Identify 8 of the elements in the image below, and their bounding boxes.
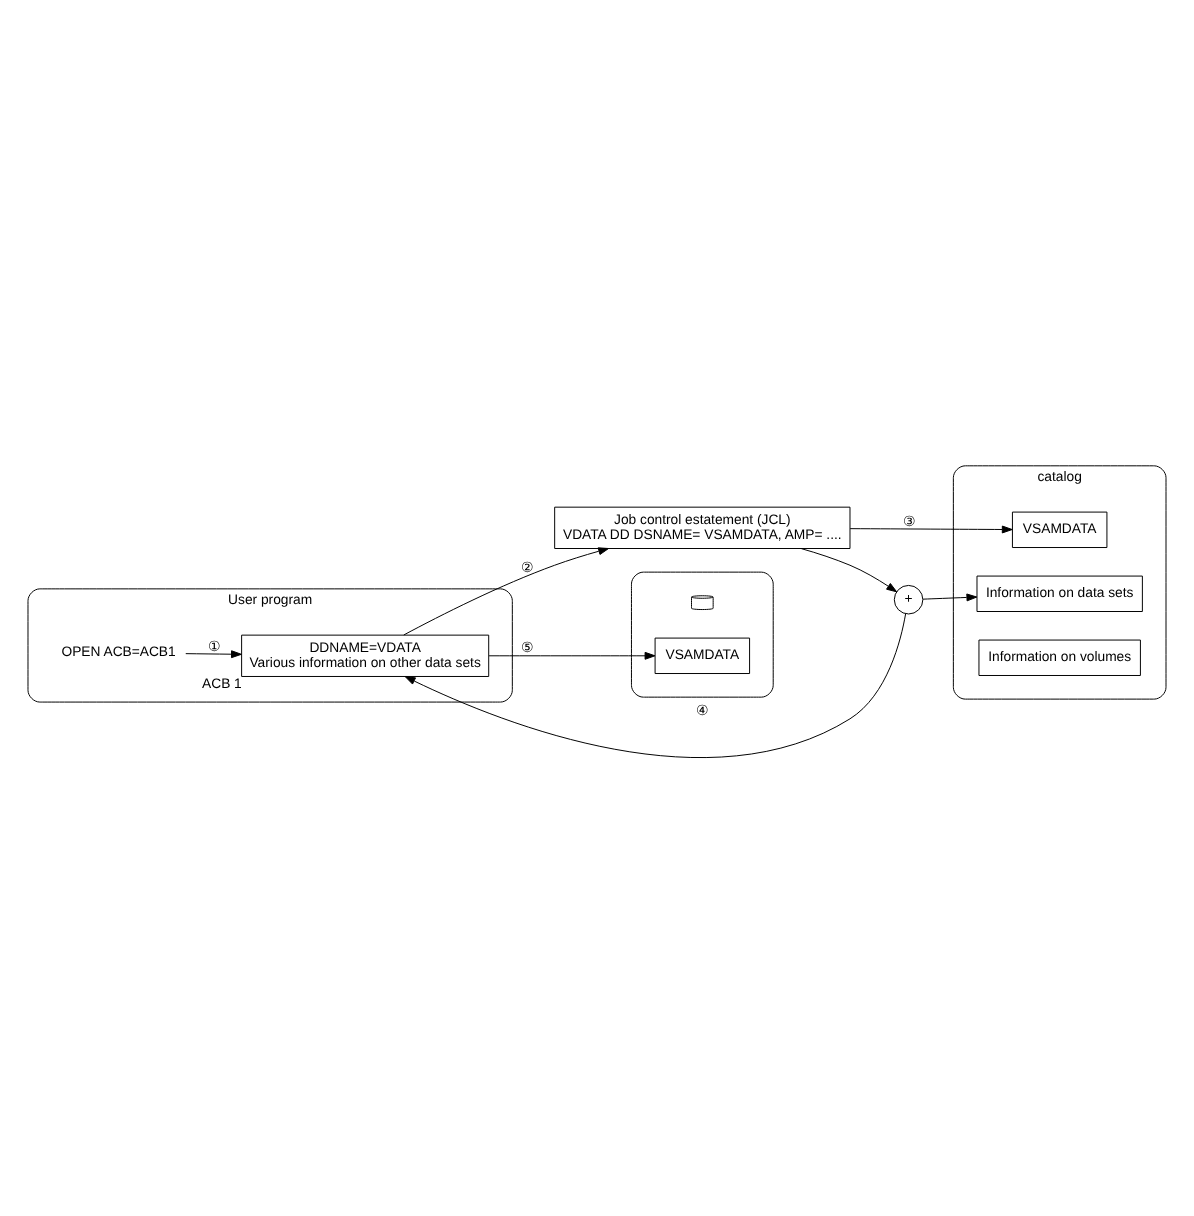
arrow [800, 548, 898, 593]
arrow [403, 547, 610, 636]
cluster [630, 571, 774, 698]
arrow [922, 593, 978, 602]
arrow [185, 650, 242, 659]
arrow [488, 651, 656, 660]
arrow [849, 525, 1013, 534]
arrow [404, 613, 907, 759]
